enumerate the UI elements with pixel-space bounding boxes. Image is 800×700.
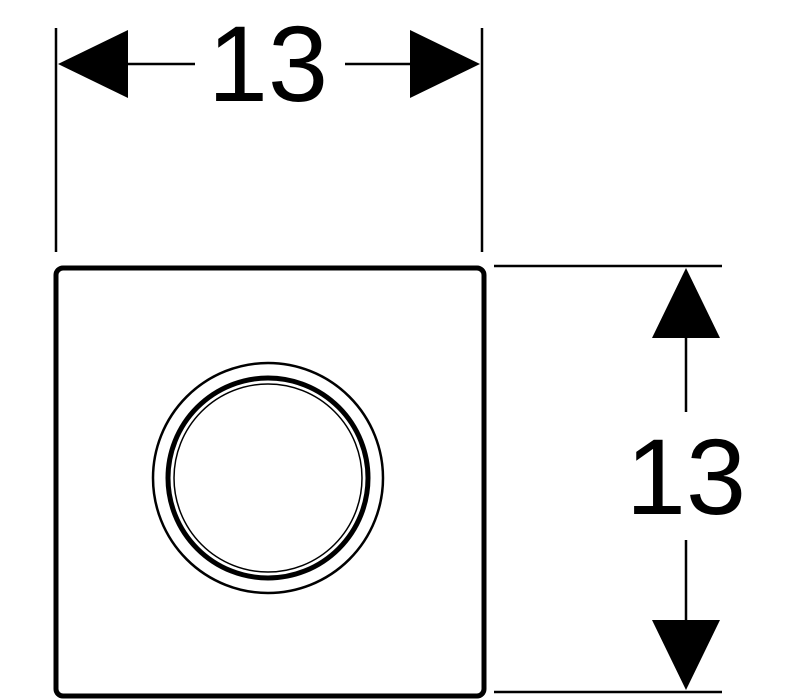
button-outer-ring — [151, 361, 385, 595]
width-arrow-left — [58, 30, 128, 98]
flush-plate — [53, 265, 487, 699]
width-arrow-right — [410, 30, 480, 98]
height-arrow-top — [652, 268, 720, 338]
width-dimension: 13 — [54, 3, 484, 252]
width-label: 13 — [208, 3, 328, 124]
height-dimension: 13 — [494, 264, 746, 694]
height-arrow-bottom — [652, 620, 720, 690]
height-label: 13 — [626, 416, 746, 537]
plate-outline — [53, 265, 487, 699]
button-inner-ring — [165, 375, 371, 581]
button-face — [173, 383, 363, 573]
